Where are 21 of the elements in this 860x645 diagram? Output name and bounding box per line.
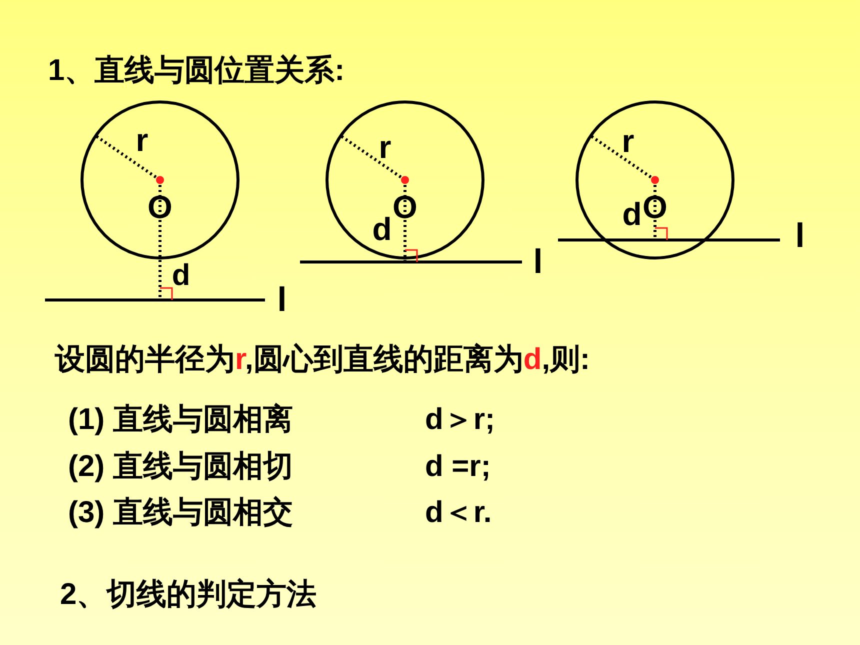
distance-label: d bbox=[622, 198, 642, 230]
heading-text: 2、切线的判定方法 bbox=[60, 580, 317, 610]
radius-label: r bbox=[378, 131, 392, 163]
case-text: (3) 直线与圆相交 bbox=[68, 498, 293, 528]
condition-text: d =r; bbox=[425, 452, 491, 482]
distance-label: d bbox=[372, 213, 392, 245]
distance-label: d bbox=[172, 261, 190, 291]
line-label: l bbox=[533, 245, 543, 279]
heading-text: 1、直线与圆位置关系: bbox=[48, 56, 345, 86]
center-label: O bbox=[392, 191, 418, 223]
condition-text: d＞r; bbox=[425, 405, 495, 435]
radius-label: r bbox=[622, 125, 634, 157]
line-label: l bbox=[795, 219, 805, 253]
center-label: O bbox=[148, 191, 172, 223]
case-text: (2) 直线与圆相切 bbox=[68, 452, 293, 482]
definition-text: 设圆的半径为r,圆心到直线的距离为d,则: bbox=[55, 345, 590, 375]
case-text: (1) 直线与圆相离 bbox=[68, 405, 293, 435]
radius-label: r bbox=[136, 124, 148, 156]
line-label: l bbox=[277, 283, 287, 317]
condition-text: d＜r. bbox=[425, 498, 492, 528]
center-label: O bbox=[642, 191, 668, 223]
